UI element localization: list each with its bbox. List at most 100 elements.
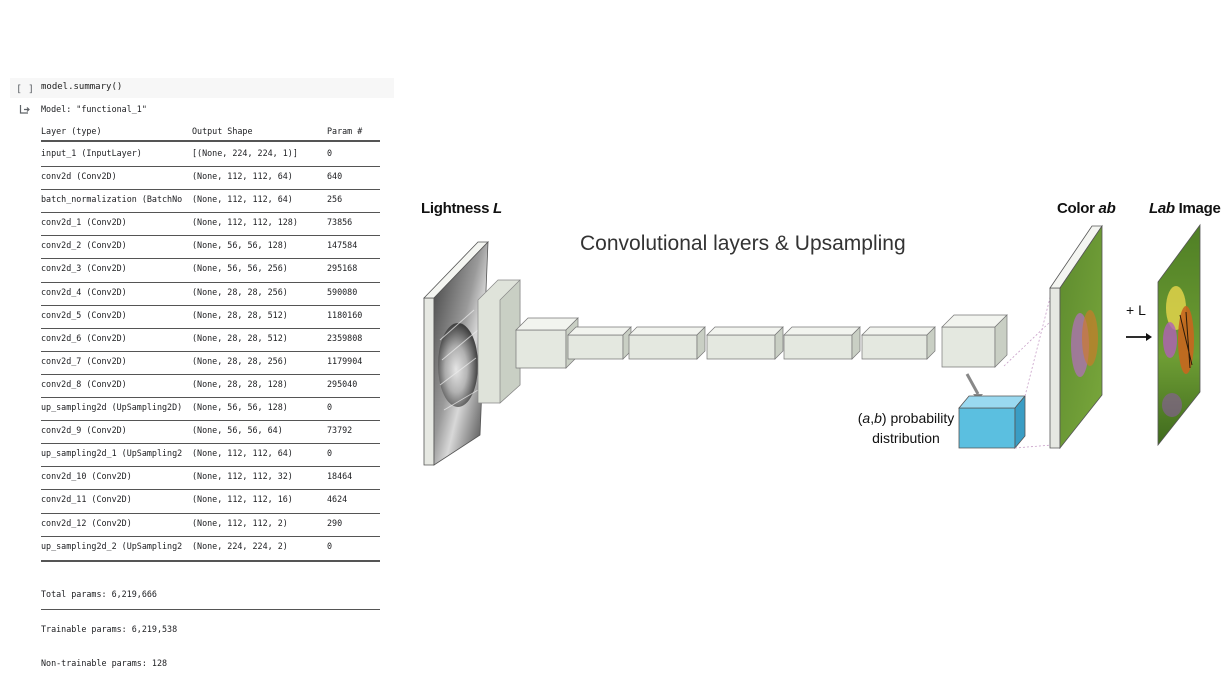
layer-cell: conv2d_9 (Conv2D) xyxy=(41,425,127,435)
table-row: conv2d_5 (Conv2D) (None, 28, 28, 512) 1180… xyxy=(41,306,380,329)
layer-cell: conv2d (Conv2D) xyxy=(41,171,117,181)
param-cell: 640 xyxy=(327,171,342,181)
layer-cell: up_sampling2d (UpSampling2D) xyxy=(41,402,182,412)
table-row: conv2d_2 (Conv2D) (None, 56, 56, 128) 1475… xyxy=(41,236,380,259)
probability-distribution-block xyxy=(959,374,1025,448)
table-row: up_sampling2d_2 (UpSampling2 (None, 224, … xyxy=(41,537,380,560)
shape-cell: (None, 224, 224, 2) xyxy=(192,541,288,551)
param-cell: 1180160 xyxy=(327,310,362,320)
table-row: up_sampling2d_1 (UpSampling2 (None, 112, … xyxy=(41,444,380,467)
non-trainable-params: Non-trainable params: 128 xyxy=(41,658,177,670)
layer-cell: up_sampling2d_2 (UpSampling2 xyxy=(41,541,182,551)
summary-header: Layer (type) Output Shape Param # xyxy=(41,126,380,140)
code-text[interactable]: model.summary() xyxy=(41,82,122,92)
layer-cell: batch_normalization (BatchNo xyxy=(41,194,182,204)
header-shape: Output Shape xyxy=(192,126,253,136)
conv-block xyxy=(707,327,783,359)
param-cell: 147584 xyxy=(327,240,357,250)
shape-cell: (None, 112, 112, 64) xyxy=(192,448,293,458)
shape-cell: (None, 28, 28, 512) xyxy=(192,333,288,343)
param-cell: 290 xyxy=(327,518,342,528)
table-row: conv2d_6 (Conv2D) (None, 28, 28, 512) 2359… xyxy=(41,329,380,352)
conv-blocks xyxy=(516,315,1007,368)
layer-cell: up_sampling2d_1 (UpSampling2 xyxy=(41,448,182,458)
table-row: conv2d_9 (Conv2D) (None, 56, 56, 64) 73792 xyxy=(41,421,380,444)
header-param: Param # xyxy=(327,126,362,136)
diagram-title: Convolutional layers & Upsampling xyxy=(580,232,906,256)
param-cell: 1179904 xyxy=(327,356,362,366)
param-cell: 256 xyxy=(327,194,342,204)
table-row: conv2d_7 (Conv2D) (None, 28, 28, 256) 1179… xyxy=(41,352,380,375)
table-row: batch_normalization (BatchNo (None, 112, … xyxy=(41,190,380,213)
param-cell: 0 xyxy=(327,541,332,551)
plus-l-label: + L xyxy=(1126,302,1146,318)
summary-table: Layer (type) Output Shape Param # input_… xyxy=(41,126,380,560)
totals-block: Total params: 6,219,666 Trainable params… xyxy=(41,566,177,693)
color-ab-output-image xyxy=(1050,226,1102,448)
conv-block xyxy=(862,327,935,359)
layer-cell: conv2d_6 (Conv2D) xyxy=(41,333,127,343)
table-row: up_sampling2d (UpSampling2D)(None, 56, 5… xyxy=(41,398,380,421)
layer-cell: conv2d_7 (Conv2D) xyxy=(41,356,127,366)
table-row: conv2d_12 (Conv2D) (None, 112, 112, 2) 290 xyxy=(41,514,380,537)
shape-cell: (None, 28, 28, 512) xyxy=(192,310,288,320)
param-cell: 590080 xyxy=(327,287,357,297)
header-layer: Layer (type) xyxy=(41,126,102,136)
shape-cell: (None, 112, 112, 2) xyxy=(192,518,288,528)
table-row: input_1 (InputLayer) [(None, 224, 224, 1)… xyxy=(41,144,380,167)
param-cell: 0 xyxy=(327,448,332,458)
param-cell: 2359808 xyxy=(327,333,362,343)
layer-cell: conv2d_1 (Conv2D) xyxy=(41,217,127,227)
lightness-label: Lightness L xyxy=(421,200,502,217)
shape-cell: (None, 56, 56, 64) xyxy=(192,425,283,435)
lab-image-label: Lab Image xyxy=(1149,200,1221,217)
layer-cell: conv2d_12 (Conv2D) xyxy=(41,518,132,528)
shape-cell: (None, 112, 112, 128) xyxy=(192,217,298,227)
shape-cell: (None, 28, 28, 256) xyxy=(192,287,288,297)
notebook-cell: [ ] model.summary() Model: "functional_1… xyxy=(10,76,394,616)
output-arrow-icon xyxy=(19,104,30,115)
param-cell: 295040 xyxy=(327,379,357,389)
conv-block xyxy=(784,327,860,359)
shape-cell: (None, 112, 112, 32) xyxy=(192,471,293,481)
table-row: conv2d_4 (Conv2D) (None, 28, 28, 256) 5900… xyxy=(41,283,380,306)
layer-cell: input_1 (InputLayer) xyxy=(41,148,142,158)
conv-block xyxy=(942,315,1007,367)
param-cell: 4624 xyxy=(327,494,347,504)
shape-cell: (None, 112, 112, 16) xyxy=(192,494,293,504)
shape-cell: (None, 56, 56, 128) xyxy=(192,240,288,250)
shape-cell: (None, 28, 28, 128) xyxy=(192,379,288,389)
layer-cell: conv2d_11 (Conv2D) xyxy=(41,494,132,504)
summary-rows: input_1 (InputLayer) [(None, 224, 224, 1)… xyxy=(41,144,380,560)
param-cell: 73792 xyxy=(327,425,352,435)
param-cell: 0 xyxy=(327,148,332,158)
param-cell: 295168 xyxy=(327,263,357,273)
run-cell-button[interactable]: [ ] xyxy=(16,84,34,95)
shape-cell: [(None, 224, 224, 1)] xyxy=(192,148,298,158)
layer-cell: conv2d_4 (Conv2D) xyxy=(41,287,127,297)
table-row: conv2d_11 (Conv2D) (None, 112, 112, 16) 46… xyxy=(41,490,380,513)
conv-block-1 xyxy=(478,280,520,403)
code-cell-input[interactable]: [ ] model.summary() xyxy=(10,78,394,98)
layer-cell: conv2d_10 (Conv2D) xyxy=(41,471,132,481)
table-row: conv2d_8 (Conv2D)(None, 28, 28, 128)2950… xyxy=(41,375,380,398)
add-lightness-arrow xyxy=(1126,333,1152,341)
param-cell: 0 xyxy=(327,402,332,412)
color-ab-label: Color ab xyxy=(1057,200,1115,217)
table-row: conv2d_1 (Conv2D) (None, 112, 112, 128) 73… xyxy=(41,213,380,236)
shape-cell: (None, 56, 56, 256) xyxy=(192,263,288,273)
param-cell: 18464 xyxy=(327,471,352,481)
table-row: conv2d_10 (Conv2D) (None, 112, 112, 32) 18… xyxy=(41,467,380,490)
shape-cell: (None, 28, 28, 256) xyxy=(192,356,288,366)
conv-block xyxy=(568,327,631,359)
probability-label: (a,b) probability distribution xyxy=(856,408,956,448)
model-name-line: Model: "functional_1" xyxy=(41,104,147,114)
table-row: conv2d (Conv2D)(None, 112, 112, 64)640 xyxy=(41,167,380,190)
shape-cell: (None, 112, 112, 64) xyxy=(192,194,293,204)
trainable-params: Trainable params: 6,219,538 xyxy=(41,624,177,636)
layer-cell: conv2d_5 (Conv2D) xyxy=(41,310,127,320)
layer-cell: conv2d_2 (Conv2D) xyxy=(41,240,127,250)
final-rule xyxy=(41,609,380,610)
total-params: Total params: 6,219,666 xyxy=(41,589,177,601)
param-cell: 73856 xyxy=(327,217,352,227)
